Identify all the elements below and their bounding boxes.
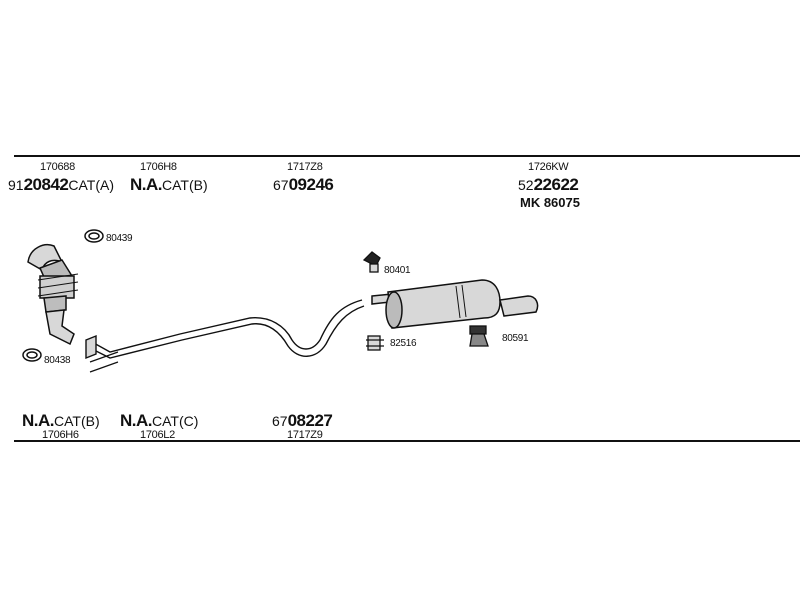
pn-prefix: 52 (518, 177, 534, 193)
pn-prefix: 91 (8, 177, 24, 193)
front-pipe-catalyst (27, 244, 79, 346)
ref-1717Z9: 1717Z9 (287, 429, 323, 441)
rear-muffler (371, 279, 539, 329)
clamp-mid (366, 335, 384, 351)
ref-170688: 170688 (40, 161, 75, 173)
pn-main: N.A. (130, 175, 163, 194)
mk-label: MK 86075 (520, 195, 580, 210)
pn-rear-muffler: 5222622 (518, 175, 579, 194)
pn-suffix: CAT(C) (152, 413, 199, 429)
pn-suffix: CAT(B) (54, 413, 100, 429)
pn-suffix: CAT(A) (68, 177, 114, 193)
pn-main: N.A. (120, 411, 153, 430)
pn-prefix: 67 (272, 413, 288, 429)
part-80438: 80438 (44, 355, 71, 366)
pn-front-pipe: 9120842CAT(A) (8, 176, 114, 193)
hanger-top (362, 251, 381, 273)
pn-suffix: CAT(B) (162, 177, 208, 193)
clamp-upper (84, 229, 104, 243)
pn-cat-b-bottom: N.A.CAT(B) (22, 412, 100, 429)
pn-main: 20842 (23, 175, 69, 194)
pn-main: 22622 (533, 175, 579, 194)
part-82516: 82516 (390, 338, 417, 349)
pn-main: N.A. (22, 411, 55, 430)
ref-1706L2: 1706L2 (140, 429, 175, 441)
ref-1717Z8: 1717Z8 (287, 161, 323, 173)
pn-main: 09246 (288, 175, 334, 194)
hanger-bottom (469, 325, 489, 347)
ref-1726KW: 1726KW (528, 161, 569, 173)
pn-prefix: 67 (273, 177, 289, 193)
part-80439: 80439 (106, 233, 133, 244)
pn-main: 08227 (287, 411, 333, 430)
ref-1706H6: 1706H6 (42, 429, 79, 441)
pn-mid-pipe-alt: 6708227 (272, 411, 333, 430)
part-80591: 80591 (502, 333, 529, 344)
intermediate-pipe (85, 299, 365, 373)
part-80401: 80401 (384, 265, 411, 276)
clamp-lower (22, 348, 42, 362)
pn-mid-pipe: 6709246 (273, 175, 334, 194)
pn-cat-b-top: N.A.CAT(B) (130, 176, 208, 193)
pn-cat-c: N.A.CAT(C) (120, 412, 198, 429)
ref-1706H8: 1706H8 (140, 161, 177, 173)
